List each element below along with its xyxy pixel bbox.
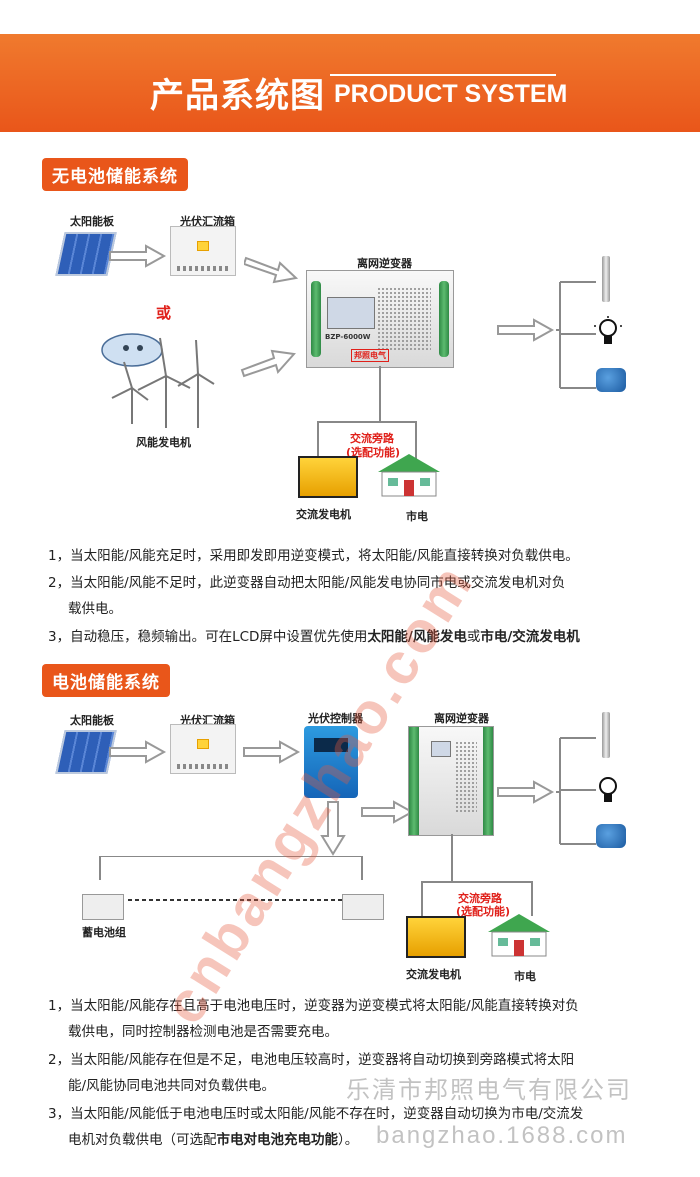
inverter-brand: 邦照电气: [351, 349, 389, 362]
header-banner: [0, 34, 700, 132]
combiner-box-label-2: 光伏汇流箱: [180, 714, 235, 727]
generator-label-2: 交流发电机: [406, 968, 461, 981]
motor-icon: [596, 824, 626, 848]
note1-2: 2，当太阳能/风能不足时，此逆变器自动把太阳能/风能发电协同市电或交流发电机对负: [48, 575, 566, 591]
controller-label: 光伏控制器: [308, 712, 363, 725]
arrow-wind-to-inverter: [240, 349, 296, 378]
inverter-label: 离网逆变器: [357, 257, 412, 270]
generator-label: 交流发电机: [296, 508, 351, 521]
combiner-box-label: 光伏汇流箱: [180, 215, 235, 228]
controller-icon: [304, 726, 358, 798]
generator-icon: [406, 916, 466, 958]
battery-icon: [82, 894, 124, 920]
site-watermark: bangzhao.1688.com: [376, 1122, 628, 1149]
arrow-controller-to-inverter: [361, 800, 415, 824]
solar-panel-label-2: 太阳能板: [70, 714, 114, 727]
bypass-label-2: 交流旁路: [458, 892, 502, 905]
note2-1: 1，当太阳能/风能存在且高于电池电压时，逆变器为逆变模式将太阳能/风能直接转换对…: [48, 998, 579, 1014]
inverter-cabinet-icon: [408, 726, 494, 836]
wind-turbine-icon: [101, 333, 215, 428]
section2-badge: 电池储能系统: [42, 664, 170, 697]
inverter-model: BZP-6000W: [325, 333, 371, 341]
bypass-optional-2: (选配功能): [456, 905, 511, 918]
arrow-inverter-to-loads-2: [497, 780, 555, 804]
note2-2-cont: 能/风能协同电池共同对负载供电。: [68, 1078, 276, 1094]
inverter-label-2: 离网逆变器: [434, 712, 489, 725]
pump-icon: [602, 712, 610, 758]
note1-3: 3，自动稳压，稳频输出。可在LCD屏中设置优先使用太阳能/风能发电或市电/交流发…: [48, 629, 580, 645]
house-icon: [488, 914, 550, 957]
note2-3: 3，当太阳能/风能低于电池电压时或太阳能/风能不存在时，逆变器自动切换为市电/交…: [48, 1106, 584, 1122]
wind-label: 风能发电机: [136, 436, 191, 449]
page-title: 产品系统图: [150, 76, 325, 116]
grid-label-2: 市电: [514, 970, 536, 983]
note1-1: 1，当太阳能/风能充足时，采用即发即用逆变模式，将太阳能/风能直接转换对负载供电…: [48, 548, 579, 564]
page-title-en: PRODUCT SYSTEM: [334, 80, 568, 108]
arrow-box-to-inverter: [244, 256, 299, 284]
header-divider: [330, 74, 556, 76]
arrow-solar-to-box-2: [109, 740, 167, 764]
motor-icon: [596, 368, 626, 392]
generator-icon: [298, 456, 358, 498]
section1-badge: 无电池储能系统: [42, 158, 188, 191]
arrow-solar-to-box: [109, 244, 167, 268]
bulb-icon: [599, 777, 617, 802]
battery-bank-wiring: [99, 856, 363, 901]
solar-panel-label: 太阳能板: [70, 215, 114, 228]
bypass-lines: [317, 366, 417, 462]
arrow-controller-to-battery: [320, 801, 346, 856]
pump-icon: [602, 256, 610, 302]
battery-label: 蓄电池组: [82, 926, 126, 939]
note2-2: 2，当太阳能/风能存在但是不足，电池电压较高时，逆变器将自动切换到旁路模式将太阳: [48, 1052, 575, 1068]
note1-2-cont: 载供电。: [68, 601, 122, 617]
company-watermark: 乐清市邦照电气有限公司: [346, 1076, 632, 1104]
or-label: 或: [156, 304, 172, 322]
battery-icon: [342, 894, 384, 920]
bypass-label: 交流旁路: [350, 432, 394, 445]
load-bracket: [556, 281, 596, 389]
note2-3-cont: 电机对负载供电（可选配市电对电池充电功能）。: [68, 1132, 359, 1148]
inverter-icon: BZP-6000W 邦照电气: [306, 270, 454, 368]
bypass-optional: (选配功能): [346, 446, 401, 459]
arrow-box-to-controller: [243, 740, 301, 764]
grid-label: 市电: [406, 510, 428, 523]
combiner-box-icon: [170, 724, 236, 774]
bulb-icon: [594, 316, 622, 344]
bypass-lines-2: [421, 834, 533, 916]
arrow-inverter-to-loads: [497, 318, 555, 342]
load-bracket-2: [556, 737, 596, 845]
note2-1-cont: 载供电，同时控制器检测电池是否需要充电。: [68, 1024, 338, 1040]
house-icon: [378, 454, 440, 497]
combiner-box-icon: [170, 226, 236, 276]
